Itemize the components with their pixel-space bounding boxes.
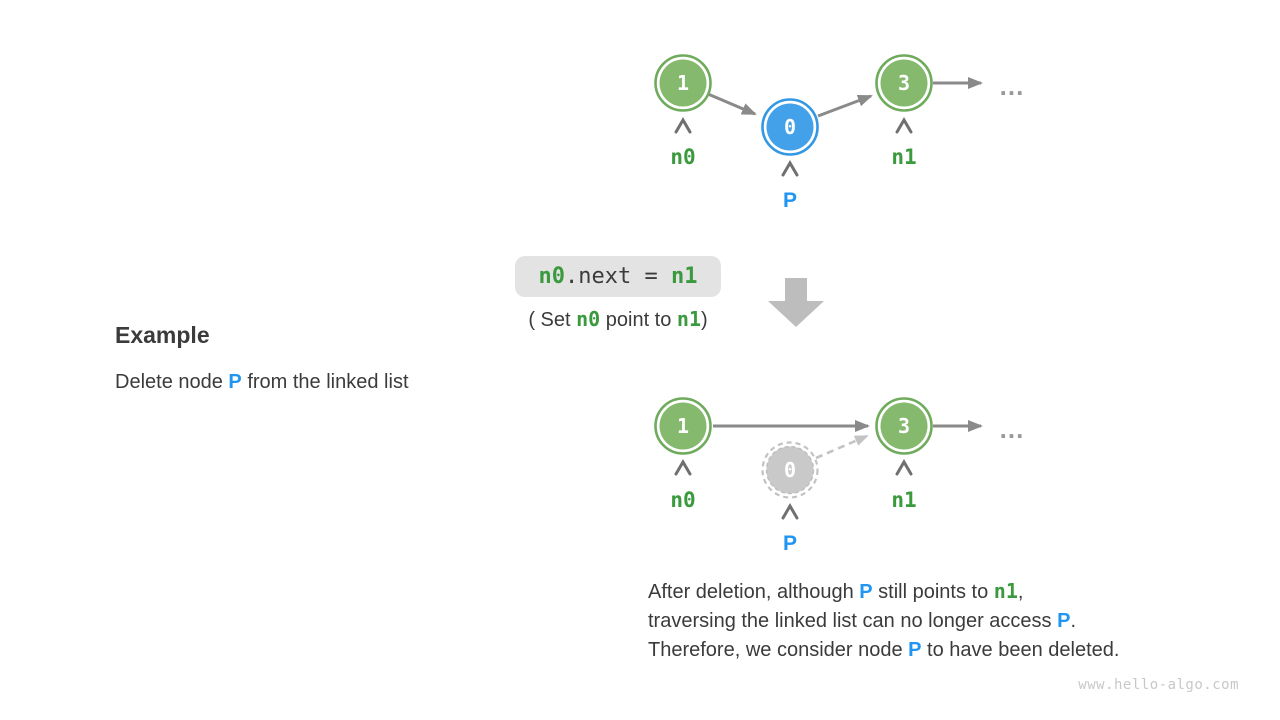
node-0-circle: 0 [761,98,819,156]
conclusion-text: After deletion, although P still points … [648,577,1119,665]
conclusion-text-segment: After deletion, although [648,581,860,603]
node-p-reference: P [228,371,242,393]
next-pointer-arrow [817,94,873,118]
code-var-n1: n1 [670,264,698,289]
code-caption: ( Set n0 point to n1) [497,307,739,332]
deleted-node-0-circle: 0 [761,441,819,499]
node-p-reference: P [908,639,922,661]
node-3-circle: 3 [875,397,933,455]
conclusion-text-segment: . [1070,610,1077,632]
caption-text: ) [701,309,708,331]
caret-up-icon [674,117,692,134]
linked-list-before: 1 0 3 n0 P n1 ... [654,54,1025,212]
node-3-circle: 3 [875,54,933,112]
node-p-reference: P [859,581,873,603]
caret-up-icon [781,160,799,177]
ellipsis: ... [1000,71,1025,101]
node-1-circle: 1 [654,54,712,112]
conclusion-text-segment: to have been deleted. [921,639,1120,661]
caption-text: ( Set [528,309,577,331]
next-pointer-arrow [707,92,757,116]
node-label-p: P [783,532,797,555]
description-text: Delete node [115,371,229,393]
node-value: 1 [677,71,689,95]
linked-list-after: 1 0 3 n0 P n1 ... [654,397,1025,555]
conclusion-text-segment: traversing the linked list can no longer… [648,610,1058,632]
code-var-n0: n0 [538,264,566,289]
node-value: 0 [784,458,796,482]
node-1-circle: 1 [654,397,712,455]
node-value: 3 [898,414,910,438]
node-n1-reference: n1 [993,579,1018,603]
caret-up-icon [674,459,692,476]
conclusion-text-segment: still points to [872,581,994,603]
node-value: 3 [898,71,910,95]
down-block-arrow-icon [768,278,824,327]
caret-up-icon [895,459,913,476]
watermark: www.hello-algo.com [1078,677,1239,693]
caret-up-icon [895,117,913,134]
code-box: n0.next = n1 [515,256,721,297]
dashed-pointer-arrow [815,434,869,460]
caret-up-icon [781,503,799,520]
caption-var-n1: n1 [676,307,702,331]
conclusion-line: Therefore, we consider node P to have be… [648,636,1119,665]
node-label-n0: n0 [670,145,695,169]
node-value: 1 [677,414,689,438]
node-p-reference: P [1057,610,1071,632]
conclusion-text-segment: , [1017,581,1024,603]
node-value: 0 [784,115,796,139]
caption-text: point to [600,309,677,331]
conclusion-line: After deletion, although P still points … [648,577,1119,607]
code-text: .next = [565,264,671,289]
node-label-n1: n1 [891,488,916,512]
node-label-n0: n0 [670,488,695,512]
node-label-p: P [783,189,797,212]
example-title: Example [115,322,210,348]
description-text: from the linked list [241,371,409,393]
conclusion-text-segment: Therefore, we consider node [648,639,909,661]
caption-var-n0: n0 [576,307,601,331]
node-label-n1: n1 [891,145,916,169]
conclusion-line: traversing the linked list can no longer… [648,607,1119,636]
ellipsis: ... [1000,414,1025,444]
example-description: Delete node P from the linked list [115,371,409,394]
